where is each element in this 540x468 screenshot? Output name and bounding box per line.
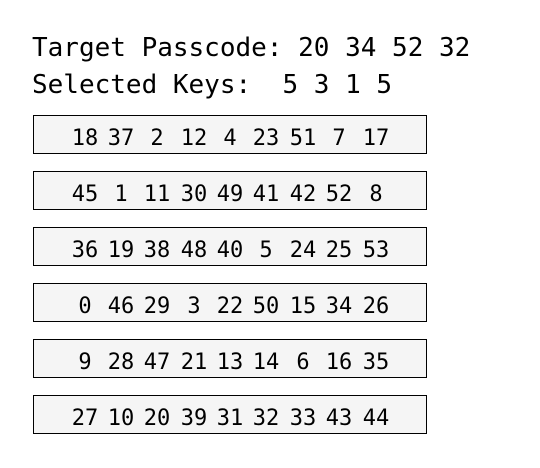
key-button[interactable]: 12 xyxy=(180,126,208,151)
key-button[interactable]: 0 xyxy=(78,294,92,319)
key-button[interactable]: 41 xyxy=(252,182,280,207)
keypad-row-6: 27 10 20 39 31 32 33 43 44 xyxy=(33,395,427,434)
key-button[interactable]: 7 xyxy=(332,126,346,151)
selected-key-2: 3 xyxy=(313,70,330,100)
selected-key-1: 5 xyxy=(282,70,299,100)
key-button[interactable]: 13 xyxy=(216,350,244,375)
key-button[interactable]: 33 xyxy=(289,406,317,431)
key-button[interactable]: 15 xyxy=(289,294,317,319)
keypad-row-1: 18 37 2 12 4 23 51 7 17 xyxy=(33,115,427,154)
key-button[interactable]: 21 xyxy=(180,350,208,375)
selected-keys-label: Selected Keys: xyxy=(32,70,252,100)
key-button[interactable]: 37 xyxy=(107,126,135,151)
key-button[interactable]: 10 xyxy=(107,406,135,431)
key-button[interactable]: 23 xyxy=(252,126,280,151)
key-button[interactable]: 38 xyxy=(143,238,171,263)
key-button[interactable]: 4 xyxy=(223,126,237,151)
keypad-row-3: 36 19 38 48 40 5 24 25 53 xyxy=(33,227,427,266)
key-button[interactable]: 28 xyxy=(107,350,135,375)
key-button[interactable]: 39 xyxy=(180,406,208,431)
key-button[interactable]: 52 xyxy=(325,182,353,207)
key-button[interactable]: 53 xyxy=(362,238,390,263)
key-button[interactable]: 48 xyxy=(180,238,208,263)
key-button[interactable]: 31 xyxy=(216,406,244,431)
key-button[interactable]: 9 xyxy=(78,350,92,375)
key-button[interactable]: 11 xyxy=(143,182,171,207)
key-button[interactable]: 17 xyxy=(362,126,390,151)
target-passcode-label: Target Passcode: xyxy=(32,33,283,63)
key-button[interactable]: 14 xyxy=(252,350,280,375)
key-button[interactable]: 19 xyxy=(107,238,135,263)
key-button[interactable]: 46 xyxy=(107,294,135,319)
target-passcode-value-1: 20 xyxy=(298,33,330,63)
key-button[interactable]: 49 xyxy=(216,182,244,207)
key-button[interactable]: 22 xyxy=(216,294,244,319)
key-button[interactable]: 51 xyxy=(289,126,317,151)
key-button[interactable]: 45 xyxy=(71,182,99,207)
target-passcode-value-2: 34 xyxy=(345,33,377,63)
target-passcode-value-3: 52 xyxy=(392,33,424,63)
key-button[interactable]: 36 xyxy=(71,238,99,263)
key-button[interactable]: 24 xyxy=(289,238,317,263)
key-button[interactable]: 44 xyxy=(362,406,390,431)
key-button[interactable]: 3 xyxy=(187,294,201,319)
key-button[interactable]: 34 xyxy=(325,294,353,319)
key-button[interactable]: 30 xyxy=(180,182,208,207)
key-button[interactable]: 1 xyxy=(114,182,128,207)
key-button[interactable]: 42 xyxy=(289,182,317,207)
key-button[interactable]: 35 xyxy=(362,350,390,375)
key-button[interactable]: 20 xyxy=(143,406,171,431)
target-passcode-line: Target Passcode: 20 34 52 32 xyxy=(32,33,470,63)
key-button[interactable]: 16 xyxy=(325,350,353,375)
key-button[interactable]: 5 xyxy=(259,238,273,263)
keypad-row-4: 0 46 29 3 22 50 15 34 26 xyxy=(33,283,427,322)
key-button[interactable]: 47 xyxy=(143,350,171,375)
key-button[interactable]: 26 xyxy=(362,294,390,319)
selected-key-3: 1 xyxy=(345,70,361,100)
key-button[interactable]: 25 xyxy=(325,238,353,263)
selected-keys-line: Selected Keys: 5 3 1 5 xyxy=(32,70,392,100)
key-button[interactable]: 6 xyxy=(296,350,310,375)
target-passcode-value-4: 32 xyxy=(439,33,471,63)
selected-key-4: 5 xyxy=(376,70,393,100)
key-button[interactable]: 40 xyxy=(216,238,244,263)
key-button[interactable]: 2 xyxy=(150,126,164,151)
key-button[interactable]: 18 xyxy=(71,126,99,151)
key-button[interactable]: 50 xyxy=(252,294,280,319)
key-button[interactable]: 29 xyxy=(143,294,171,319)
key-button[interactable]: 8 xyxy=(369,182,383,207)
key-button[interactable]: 27 xyxy=(71,406,99,431)
keypad-row-5: 9 28 47 21 13 14 6 16 35 xyxy=(33,339,427,378)
key-button[interactable]: 43 xyxy=(325,406,353,431)
key-button[interactable]: 32 xyxy=(252,406,280,431)
